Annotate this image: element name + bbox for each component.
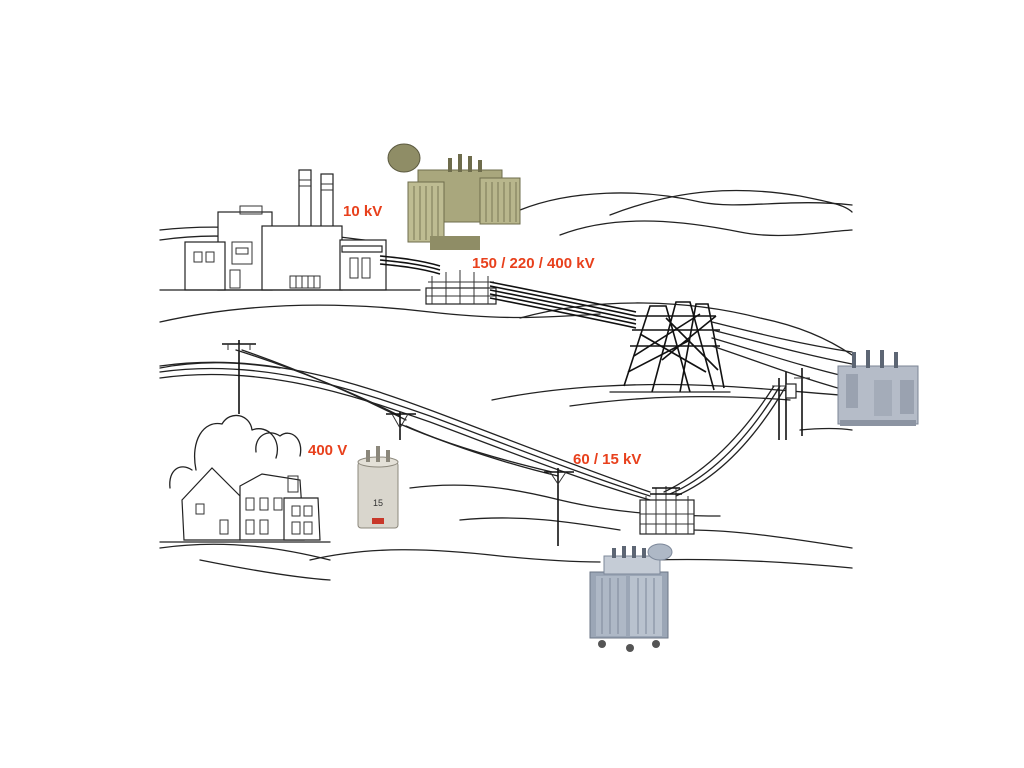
landscape-hills bbox=[159, 189, 853, 581]
power-plant-icon bbox=[159, 169, 441, 291]
pole-transformer-icon: 15 bbox=[357, 446, 399, 529]
distribution-voltage-label: 400 V bbox=[308, 442, 348, 459]
distribution-lines bbox=[159, 349, 651, 501]
pole-transformer-number: 15 bbox=[373, 498, 383, 508]
distribution-substation-icon bbox=[639, 486, 695, 535]
lines-to-substation bbox=[711, 321, 853, 393]
utility-pole-2 bbox=[386, 412, 416, 440]
subtransmission-lines bbox=[663, 385, 787, 497]
generator-voltage-label: 10 kV bbox=[343, 203, 383, 220]
hv-transmission-lines bbox=[489, 281, 637, 329]
utility-pole-3 bbox=[544, 468, 574, 546]
step-up-transformer-icon bbox=[387, 143, 521, 250]
transmission-tower-icon bbox=[609, 301, 731, 393]
transmission-voltage-label: 150 / 220 / 400 kV bbox=[472, 255, 595, 272]
step-up-switchyard-icon bbox=[425, 270, 497, 305]
substation-transformer-icon bbox=[837, 350, 919, 426]
subtransmission-voltage-label: 60 / 15 kV bbox=[573, 451, 642, 468]
utility-pole-1 bbox=[222, 340, 256, 414]
ground-transformer-icon bbox=[589, 543, 673, 652]
house-icon bbox=[159, 414, 331, 543]
